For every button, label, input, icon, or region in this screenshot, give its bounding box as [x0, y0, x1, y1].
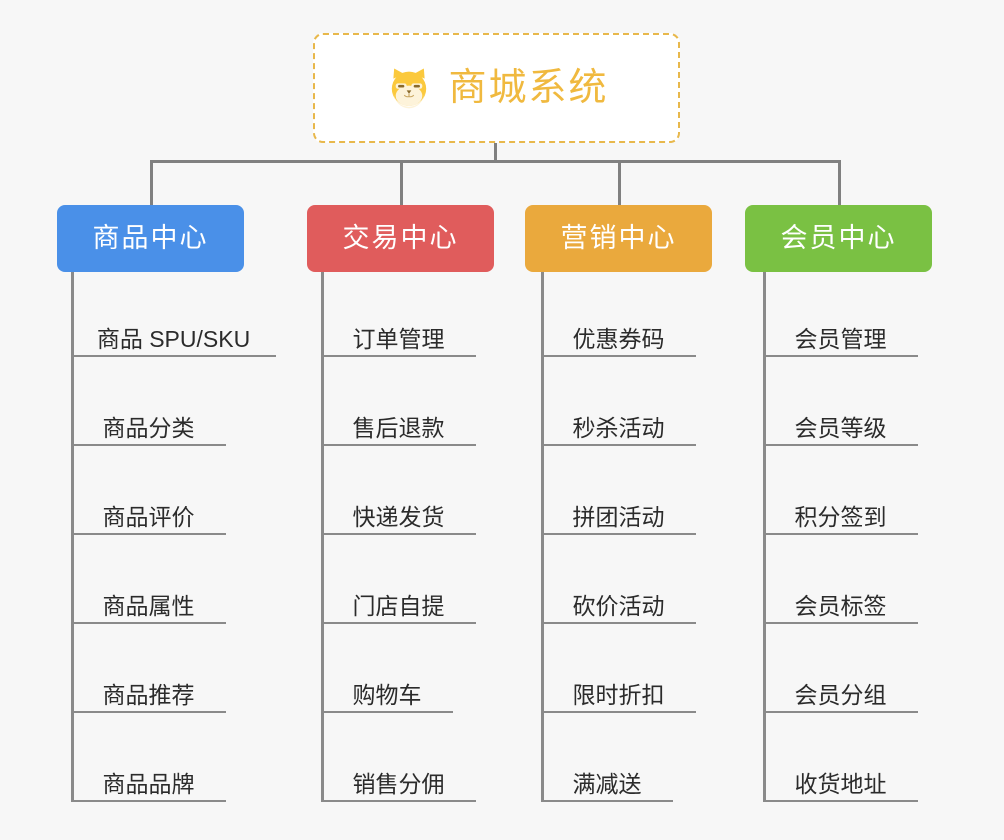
leaf-item-4-3[interactable]: 积分签到: [763, 489, 918, 535]
branch-spine-2: [321, 272, 324, 802]
leaf-item-2-1[interactable]: 订单管理: [321, 311, 476, 357]
category-box-1[interactable]: 商品中心: [57, 205, 244, 272]
connector-branch-4: [838, 160, 841, 206]
leaf-label: 会员标签: [794, 592, 887, 619]
leaf-item-4-5[interactable]: 会员分组: [763, 667, 918, 713]
leaf-label: 销售分佣: [352, 770, 445, 797]
connector-horizontal-bus: [150, 160, 840, 163]
leaf-label: 商品分类: [102, 414, 195, 441]
leaf-label: 砍价活动: [572, 592, 665, 619]
leaf-item-4-2[interactable]: 会员等级: [763, 400, 918, 446]
leaf-item-3-2[interactable]: 秒杀活动: [541, 400, 696, 446]
leaf-item-3-1[interactable]: 优惠券码: [541, 311, 696, 357]
leaf-label: 商品评价: [102, 503, 195, 530]
leaf-item-3-3[interactable]: 拼团活动: [541, 489, 696, 535]
leaf-item-1-1[interactable]: 商品 SPU/SKU: [71, 311, 276, 357]
connector-branch-3: [618, 160, 621, 206]
branch-spine-1: [71, 272, 74, 802]
leaf-item-2-3[interactable]: 快递发货: [321, 489, 476, 535]
leaf-label: 售后退款: [352, 414, 445, 441]
leaf-label: 门店自提: [352, 592, 445, 619]
leaf-label: 订单管理: [352, 325, 445, 352]
leaf-item-2-4[interactable]: 门店自提: [321, 578, 476, 624]
leaf-label: 购物车: [352, 681, 422, 708]
category-box-2[interactable]: 交易中心: [307, 205, 494, 272]
leaf-label: 商品 SPU/SKU: [96, 325, 251, 352]
leaf-item-4-4[interactable]: 会员标签: [763, 578, 918, 624]
leaf-label: 秒杀活动: [572, 414, 665, 441]
category-box-4[interactable]: 会员中心: [745, 205, 932, 272]
leaf-label: 会员管理: [794, 325, 887, 352]
leaf-item-3-5[interactable]: 限时折扣: [541, 667, 696, 713]
leaf-item-3-6[interactable]: 满减送: [541, 756, 673, 802]
category-label-4: 会员中心: [780, 223, 897, 253]
leaf-item-1-2[interactable]: 商品分类: [71, 400, 226, 446]
leaf-item-1-3[interactable]: 商品评价: [71, 489, 226, 535]
leaf-label: 商品属性: [102, 592, 195, 619]
root-title: 商城系统: [448, 67, 609, 109]
category-label-1: 商品中心: [92, 223, 209, 253]
leaf-label: 优惠券码: [572, 325, 665, 352]
connector-root-stem: [494, 143, 497, 163]
branch-spine-3: [541, 272, 544, 802]
leaf-item-2-5[interactable]: 购物车: [321, 667, 453, 713]
leaf-label: 商品品牌: [102, 770, 195, 797]
leaf-item-2-2[interactable]: 售后退款: [321, 400, 476, 446]
leaf-item-3-4[interactable]: 砍价活动: [541, 578, 696, 624]
category-label-2: 交易中心: [342, 223, 459, 253]
leaf-label: 收货地址: [794, 770, 887, 797]
branch-spine-4: [763, 272, 766, 802]
category-label-3: 营销中心: [560, 223, 677, 253]
shiba-dog-face-icon: [392, 68, 427, 109]
connector-branch-2: [400, 160, 403, 206]
leaf-item-1-5[interactable]: 商品推荐: [71, 667, 226, 713]
connector-branch-1: [150, 160, 153, 206]
leaf-item-2-6[interactable]: 销售分佣: [321, 756, 476, 802]
root-node[interactable]: 商城系统: [313, 33, 680, 143]
leaf-item-1-4[interactable]: 商品属性: [71, 578, 226, 624]
leaf-item-1-6[interactable]: 商品品牌: [71, 756, 226, 802]
leaf-label: 会员等级: [794, 414, 887, 441]
leaf-label: 限时折扣: [572, 681, 665, 708]
leaf-label: 满减送: [572, 770, 642, 797]
leaf-item-4-1[interactable]: 会员管理: [763, 311, 918, 357]
category-box-3[interactable]: 营销中心: [525, 205, 712, 272]
leaf-label: 积分签到: [794, 503, 887, 530]
leaf-label: 会员分组: [794, 681, 887, 708]
leaf-label: 快递发货: [352, 503, 445, 530]
leaf-label: 商品推荐: [102, 681, 195, 708]
leaf-item-4-6[interactable]: 收货地址: [763, 756, 918, 802]
leaf-label: 拼团活动: [572, 503, 665, 530]
